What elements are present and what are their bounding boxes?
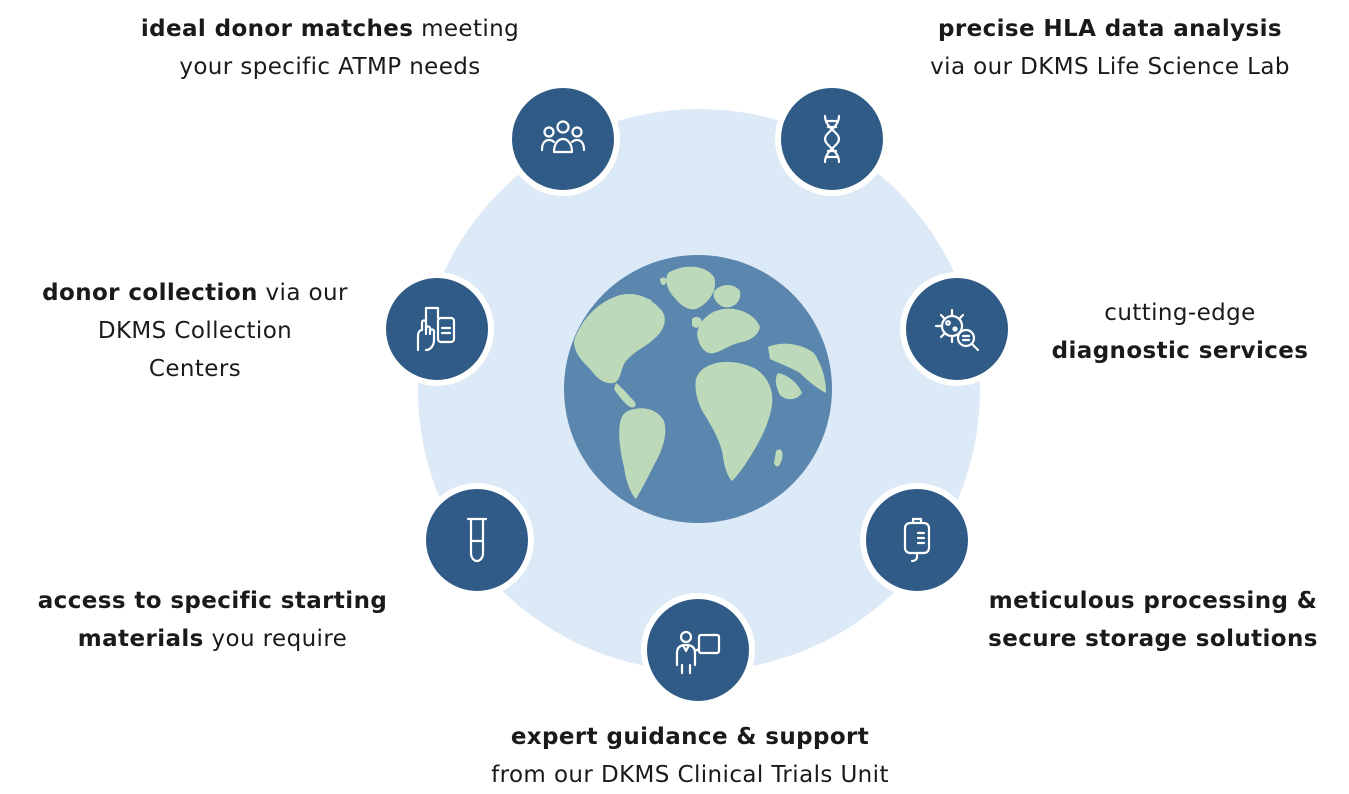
node-donor-collection xyxy=(380,272,494,386)
world-globe-icon xyxy=(564,255,832,523)
label-line1: cutting-edge xyxy=(1104,300,1256,326)
label-bold: access to specific starting xyxy=(37,588,388,614)
node-starting-materials xyxy=(420,483,534,597)
expert-presentation-icon xyxy=(669,621,727,679)
label-text: meeting xyxy=(413,16,520,42)
label-line3: Centers xyxy=(148,356,242,382)
node-hla-analysis xyxy=(775,82,889,196)
label-bold: precise HLA data analysis xyxy=(938,16,1282,42)
label-bold: ideal donor matches xyxy=(140,16,414,42)
label-line2: from our DKMS Clinical Trials Unit xyxy=(491,762,889,788)
label-line2: via our DKMS Life Science Lab xyxy=(930,54,1290,80)
hand-infusion-icon xyxy=(408,300,466,358)
label-bold: expert guidance & support xyxy=(510,724,870,750)
label-bold2: materials xyxy=(77,626,204,652)
node-diagnostic-services xyxy=(900,272,1014,386)
label-line2: DKMS Collection xyxy=(97,318,293,344)
label-donor-matches: ideal donor matches meeting your specifi… xyxy=(60,10,600,86)
label-text: you require xyxy=(203,626,348,652)
label-text: via our xyxy=(257,280,348,306)
label-starting-materials: access to specific starting materials yo… xyxy=(0,582,425,658)
label-expert-guidance: expert guidance & support from our DKMS … xyxy=(430,718,950,794)
dna-helix-icon xyxy=(803,110,861,168)
label-processing-storage: meticulous processing & secure storage s… xyxy=(960,582,1346,658)
blood-bag-icon xyxy=(888,511,946,569)
virus-magnifier-icon xyxy=(928,300,986,358)
label-donor-collection: donor collection via our DKMS Collection… xyxy=(5,274,385,388)
label-diagnostic-services: cutting-edge diagnostic services xyxy=(1020,294,1340,370)
node-processing-storage xyxy=(860,483,974,597)
label-bold: donor collection xyxy=(42,280,258,306)
label-line2: your specific ATMP needs xyxy=(179,54,481,80)
node-donor-matches xyxy=(506,82,620,196)
label-hla-analysis: precise HLA data analysis via our DKMS L… xyxy=(870,10,1349,86)
label-bold: diagnostic services xyxy=(1051,338,1309,364)
node-expert-guidance xyxy=(641,593,755,707)
label-bold: meticulous processing & xyxy=(988,588,1318,614)
label-bold2: secure storage solutions xyxy=(988,626,1318,652)
test-tube-icon xyxy=(448,511,506,569)
donor-group-icon xyxy=(534,110,592,168)
